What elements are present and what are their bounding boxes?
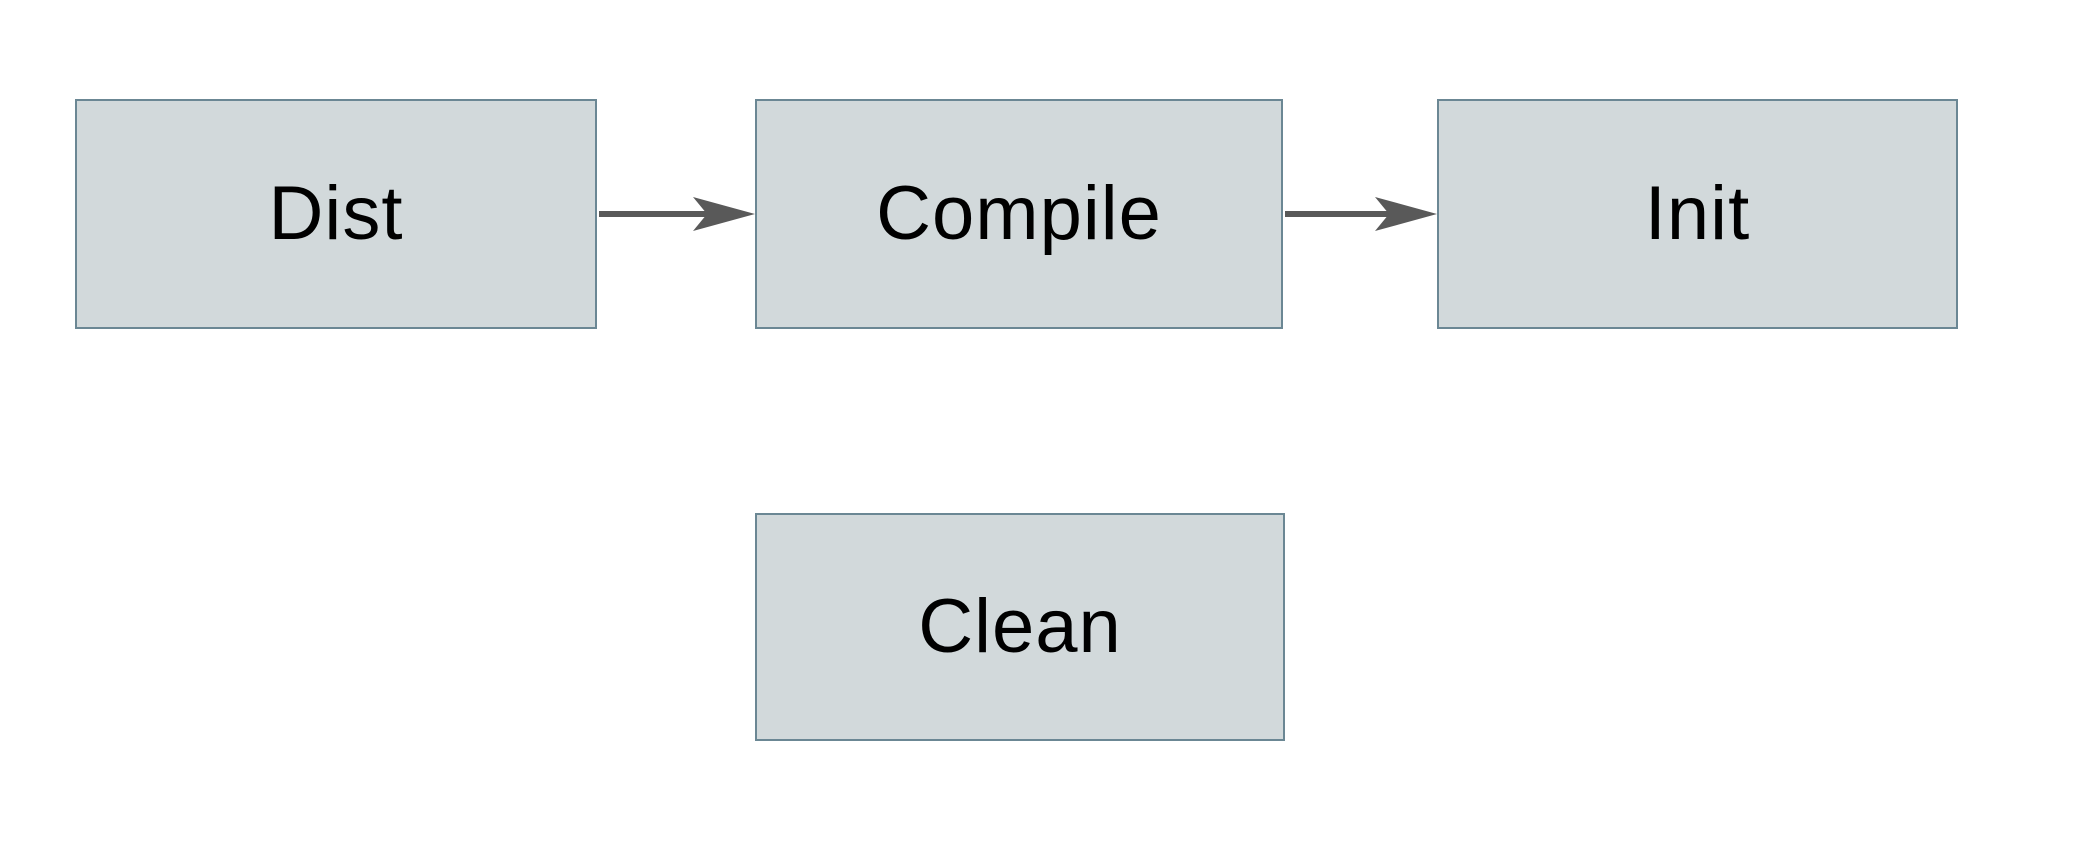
node-dist: Dist: [75, 99, 597, 329]
node-init-label: Init: [1644, 171, 1751, 256]
node-compile: Compile: [755, 99, 1283, 329]
node-dist-label: Dist: [268, 171, 404, 256]
arrow-dist-to-compile: [599, 197, 755, 231]
node-clean: Clean: [755, 513, 1285, 741]
node-clean-label: Clean: [918, 584, 1122, 669]
arrow-compile-to-init: [1285, 197, 1437, 231]
node-init: Init: [1437, 99, 1958, 329]
node-compile-label: Compile: [876, 171, 1162, 256]
